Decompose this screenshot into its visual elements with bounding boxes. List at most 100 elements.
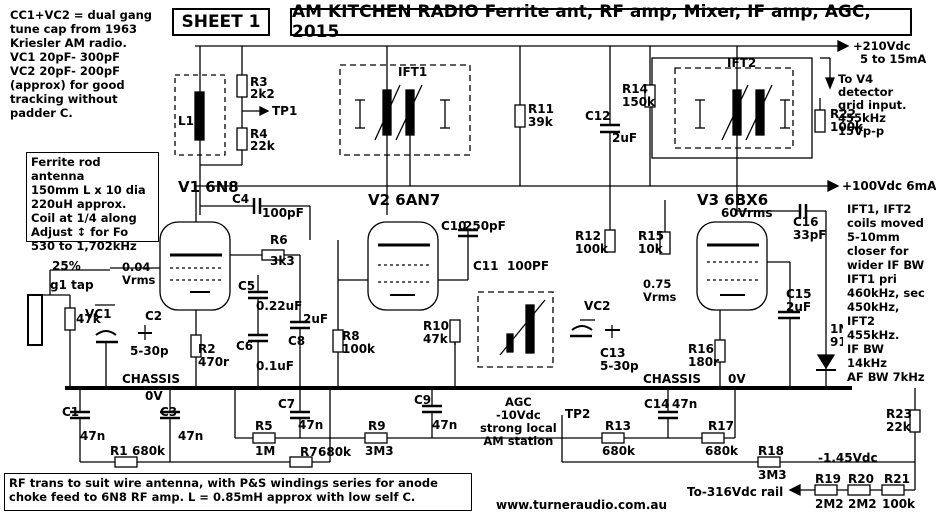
c14-value: 47n xyxy=(672,397,697,411)
r1 xyxy=(114,456,138,468)
r2-label: R2 xyxy=(198,342,216,356)
r13-label: R13 xyxy=(605,419,631,433)
ift2-label: IFT2 xyxy=(727,56,756,70)
r13 xyxy=(601,432,625,444)
c8-label: C8 xyxy=(288,334,305,348)
r14-label: R14 xyxy=(622,82,648,96)
c5-value: 0.22uF xyxy=(256,299,302,313)
r20-value: 2M2 xyxy=(848,497,877,511)
vrms1-label: 0.04 Vrms xyxy=(122,260,156,287)
r3-value: 2k2 xyxy=(250,87,275,101)
sheet-label: SHEET 1 xyxy=(172,8,270,36)
ferrite-note: Ferrite rod antenna 150mm L x 10 dia 220… xyxy=(26,152,159,253)
r20 xyxy=(847,484,871,496)
r9 xyxy=(364,432,388,444)
c10-label: C10 xyxy=(441,219,467,233)
r9-value: 3M3 xyxy=(365,444,394,458)
r3 xyxy=(236,74,248,98)
r16-label: R16 xyxy=(688,342,714,356)
r6-value: 3k3 xyxy=(270,254,295,268)
r1-label: R1 xyxy=(110,444,128,458)
r-ant-value: 47k xyxy=(76,312,102,326)
r21-label: R21 xyxy=(884,472,910,486)
r12-label: R12 xyxy=(575,229,601,243)
r21 xyxy=(881,484,905,496)
c9-value: 47n xyxy=(432,418,457,432)
rf-trans-note: RF trans to suit wire antenna, with P&S … xyxy=(4,473,472,511)
mid-rail-arrow xyxy=(827,179,840,193)
r18-label: R18 xyxy=(758,444,784,458)
r19-value: 2M2 xyxy=(815,497,844,511)
ift2-box xyxy=(674,67,794,149)
l1-label: L1 xyxy=(178,114,194,128)
r3-label: R3 xyxy=(250,75,268,89)
chassis-label-1: CHASSIS xyxy=(122,372,180,386)
c6-value: 0.1uF xyxy=(256,359,294,373)
ift1-label: IFT1 xyxy=(398,65,427,79)
r7-value: 680k xyxy=(318,445,352,459)
r2-value: 470r xyxy=(198,355,229,369)
r4 xyxy=(236,127,248,151)
r18-value: 3M3 xyxy=(758,468,787,482)
r9-label: R9 xyxy=(368,419,386,433)
c9-label: C9 xyxy=(414,393,431,407)
c6-label: C6 xyxy=(236,339,253,353)
c7-value: 47n xyxy=(298,418,323,432)
ift-note: IFT1, IFT2 coils moved 5-10mm closer for… xyxy=(843,200,931,384)
c4-label: C4 xyxy=(232,192,249,206)
c1-label: C1 xyxy=(62,405,79,419)
r10-value: 47k xyxy=(423,332,449,346)
ift1-core-b xyxy=(405,89,415,136)
r12 xyxy=(604,229,616,253)
zero-v-label-1: 0V xyxy=(145,389,163,403)
r21-value: 100k xyxy=(882,497,916,511)
c16-label: C16 xyxy=(793,215,819,229)
r15-label: R15 xyxy=(638,229,664,243)
c14-label: C14 xyxy=(644,397,670,411)
vc1-label: VC1 xyxy=(85,307,111,321)
r4-label: R4 xyxy=(250,127,268,141)
zero-v-label-2: 0V xyxy=(728,372,746,386)
r10 xyxy=(449,319,461,343)
v2-envelope xyxy=(367,221,439,311)
ift1-box xyxy=(339,64,471,156)
neg-label: -1.45Vdc xyxy=(818,451,878,465)
c11-value: 100PF xyxy=(507,259,549,273)
agc-note: AGC -10Vdc strong local AM station xyxy=(480,395,557,448)
r1-value: 680k xyxy=(132,444,166,458)
mid-rail-label: +100Vdc 6mA xyxy=(842,179,936,193)
c10-value: 250pF xyxy=(464,219,506,233)
gang-cap-note: CC1+VC2 = dual gang tune cap from 1963 K… xyxy=(6,6,161,136)
c16-value: 33pF xyxy=(793,228,827,242)
hv-current-label: 5 to 15mA xyxy=(860,52,927,66)
r12-value: 100k xyxy=(575,242,609,256)
c13-value: 5-30p xyxy=(600,359,639,373)
ift2-outer-box xyxy=(651,57,813,159)
r17-value: 680k xyxy=(705,444,739,458)
c12-value: 2uF xyxy=(612,131,637,145)
c12-label: C12 xyxy=(585,109,611,123)
r15 xyxy=(659,231,671,255)
c15-value: 2uF xyxy=(786,300,811,314)
c2-label: C2 xyxy=(145,309,162,323)
r16-value: 180r xyxy=(688,355,719,369)
r18 xyxy=(757,456,781,468)
tp1-label: TP1 xyxy=(272,104,297,118)
r17-label: R17 xyxy=(708,419,734,433)
c11-label: C11 xyxy=(473,259,499,273)
page-title: AM KITCHEN RADIO Ferrite ant, RF amp, Mi… xyxy=(290,2,912,42)
r20-label: R20 xyxy=(848,472,874,486)
c3-label: C3 xyxy=(160,405,177,419)
r23-label: R23 xyxy=(886,407,912,421)
vrms3-label: 60Vrms xyxy=(721,206,773,220)
r11-label: R11 xyxy=(528,102,554,116)
diode-1n914 xyxy=(816,354,836,370)
v4-note: To V4 detector grid input. 455kHz 15Vp-p xyxy=(838,72,907,138)
v2-label: V2 6AN7 xyxy=(368,191,440,209)
pct-label: 25% xyxy=(52,259,81,273)
hv-rail-arrow xyxy=(837,39,850,53)
tp2-label: TP2 xyxy=(565,407,590,421)
c8-value: 2uF xyxy=(303,312,328,326)
neg-rail-label: To-316Vdc rail xyxy=(687,485,783,499)
